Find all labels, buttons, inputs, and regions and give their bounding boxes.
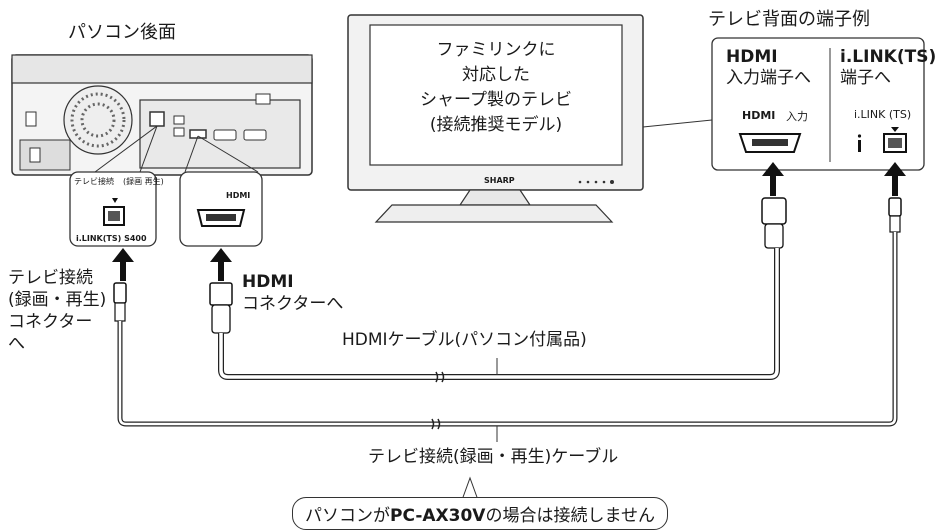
zoom-hdmi-box xyxy=(179,135,263,247)
terminal-panel xyxy=(711,37,925,171)
pc-plugs xyxy=(113,282,233,334)
terminal-panel-title: テレビ背面の端子例 xyxy=(708,9,870,30)
zoom-ilink-top-label: テレビ接続 xyxy=(74,177,114,186)
note-model: PC-AX30V xyxy=(390,506,486,526)
pc-title: パソコン後面 xyxy=(68,22,176,43)
tv-screen-line-3: シャープ製のテレビ xyxy=(420,90,572,110)
ilink-terminal-label-2: 端子へ xyxy=(840,68,891,88)
tv-screen-line-1: ファミリンクに xyxy=(436,40,556,60)
ilink-terminal-small-label: i.LINK (TS) xyxy=(854,108,912,121)
tv xyxy=(347,14,713,223)
fan-grille-icon xyxy=(63,85,133,155)
pc-rear-panel xyxy=(11,54,313,176)
hdmi-cable xyxy=(218,248,780,383)
tv-plugs xyxy=(761,197,902,249)
note-prefix: パソコンが xyxy=(305,506,390,526)
ilink-terminal-label-1: i.LINK(TS) xyxy=(840,47,937,67)
note-suffix: の場合は接続しません xyxy=(485,506,655,526)
tv-connect-connector-label-1: テレビ接続 xyxy=(8,268,93,288)
tv-connect-cable-label: テレビ接続(録画・再生)ケーブル xyxy=(368,447,619,467)
tv-screen-line-2: 対応した xyxy=(462,65,530,85)
tv-connect-connector-label-4: へ xyxy=(8,334,25,354)
hdmi-connector-label-1: HDMI xyxy=(242,272,294,292)
zoom-hdmi-logo: HDMI xyxy=(226,191,251,200)
tv-screen-line-4: (接続推奨モデル) xyxy=(429,115,563,135)
hdmi-terminal-label-2: 入力端子へ xyxy=(726,68,811,88)
hdmi-cable-label: HDMIケーブル(パソコン付属品) xyxy=(342,330,587,350)
zoom-ilink-box xyxy=(69,125,158,247)
ax30v-note-callout: パソコンがPC-AX30Vの場合は接続しません xyxy=(292,497,668,530)
zoom-ilink-bottom-label: i.LINK(TS) S400 xyxy=(76,234,147,243)
tv-connect-cable xyxy=(117,232,898,430)
hdmi-connector-label-2: コネクターへ xyxy=(242,294,344,314)
ilink-logo-icon xyxy=(858,140,861,152)
hdmi-terminal-logo-suffix: 入力 xyxy=(786,110,808,123)
hdmi-terminal-logo: HDMI xyxy=(742,109,776,122)
tv-brand-logo: SHARP xyxy=(484,176,515,185)
arrows xyxy=(112,162,906,281)
tv-connect-connector-label-3: コネクター xyxy=(8,312,93,332)
hdmi-terminal-label-1: HDMI xyxy=(726,47,778,67)
zoom-ilink-top-label2: (録画 再生) xyxy=(123,177,164,186)
tv-connect-connector-label-2: (録画・再生) xyxy=(8,290,107,310)
leader-lines xyxy=(461,358,498,501)
